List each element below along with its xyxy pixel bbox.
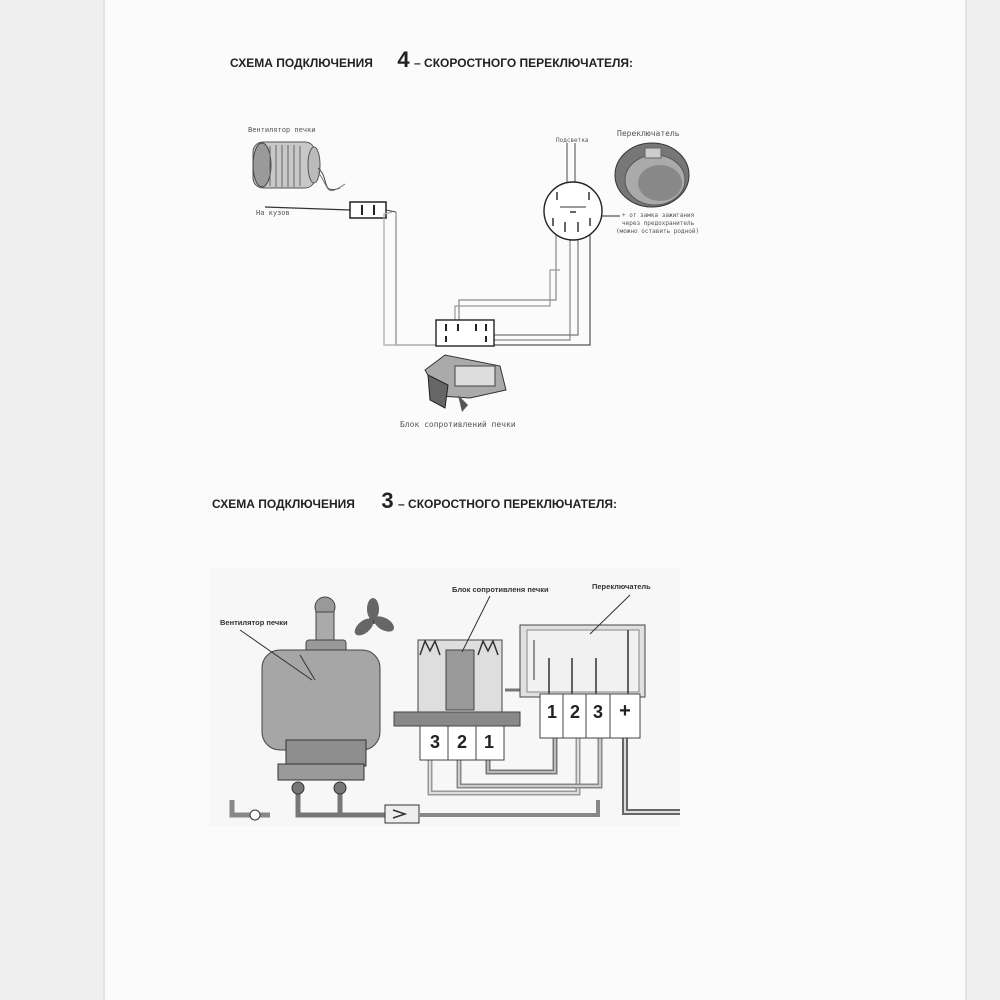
heading-4-prefix: СХЕМА ПОДКЛЮЧЕНИЯ xyxy=(230,56,373,70)
fan-motor-icon xyxy=(249,596,381,821)
switch-block-3 xyxy=(519,624,646,739)
heading-4-speed: СХЕМА ПОДКЛЮЧЕНИЯ 4 – СКОРОСТНОГО ПЕРЕКЛ… xyxy=(230,47,633,73)
label-switch-4: Переключатель xyxy=(617,129,680,138)
switch-terminal-2: 2 xyxy=(569,702,580,722)
heading-4-number: 4 xyxy=(397,47,410,72)
label-backlight-4: Подсветка xyxy=(556,137,589,144)
heading-3-number: 3 xyxy=(381,488,394,513)
heading-4-suffix: – СКОРОСТНОГО ПЕРЕКЛЮЧАТЕЛЯ: xyxy=(414,56,634,70)
switch-terminal-plus: + xyxy=(619,700,631,722)
heading-3-suffix: – СКОРОСТНОГО ПЕРЕКЛЮЧАТЕЛЯ: xyxy=(398,497,618,511)
wires-3 xyxy=(229,688,680,818)
label-pointers-3 xyxy=(239,594,631,681)
label-ignition-2: через предохранитель xyxy=(622,220,695,227)
label-ground-4: На кузов xyxy=(256,209,290,217)
heading-3-prefix: СХЕМА ПОДКЛЮЧЕНИЯ xyxy=(212,497,355,511)
resistor-connector xyxy=(435,319,495,347)
fan-propeller-icon xyxy=(354,598,394,636)
resistor-terminal-1: 1 xyxy=(483,732,494,752)
label-resistor-4: Блок сопротивлений печки xyxy=(400,420,516,429)
fan-connector xyxy=(264,201,397,219)
switch-knob-icon xyxy=(614,142,690,208)
switch-terminal-3: 3 xyxy=(592,702,603,722)
label-switch-3: Переключатель xyxy=(592,582,651,591)
label-ignition-3: (можно оставить родной) xyxy=(616,228,700,235)
paper-sheet xyxy=(105,0,965,1000)
label-fan-3: Вентилятор печки xyxy=(220,618,288,627)
fan-blower-icon xyxy=(252,141,346,192)
label-fan-4: Вентилятор печки xyxy=(248,126,316,134)
label-resistor-3: Блок сопротивленя печки xyxy=(452,585,549,594)
resistor-block-icon xyxy=(424,354,507,412)
resistor-terminal-2: 2 xyxy=(456,732,467,752)
resistor-terminal-3: 3 xyxy=(429,732,440,752)
switch-terminal-1: 1 xyxy=(546,702,557,722)
heading-3-speed: СХЕМА ПОДКЛЮЧЕНИЯ 3 – СКОРОСТНОГО ПЕРЕКЛ… xyxy=(212,488,617,514)
inline-connector xyxy=(384,804,420,824)
switch-schematic xyxy=(543,181,603,241)
label-ignition-1: + от замка зажигания xyxy=(622,212,695,219)
wires-4 xyxy=(383,143,620,346)
resistor-block-3 xyxy=(393,639,521,761)
